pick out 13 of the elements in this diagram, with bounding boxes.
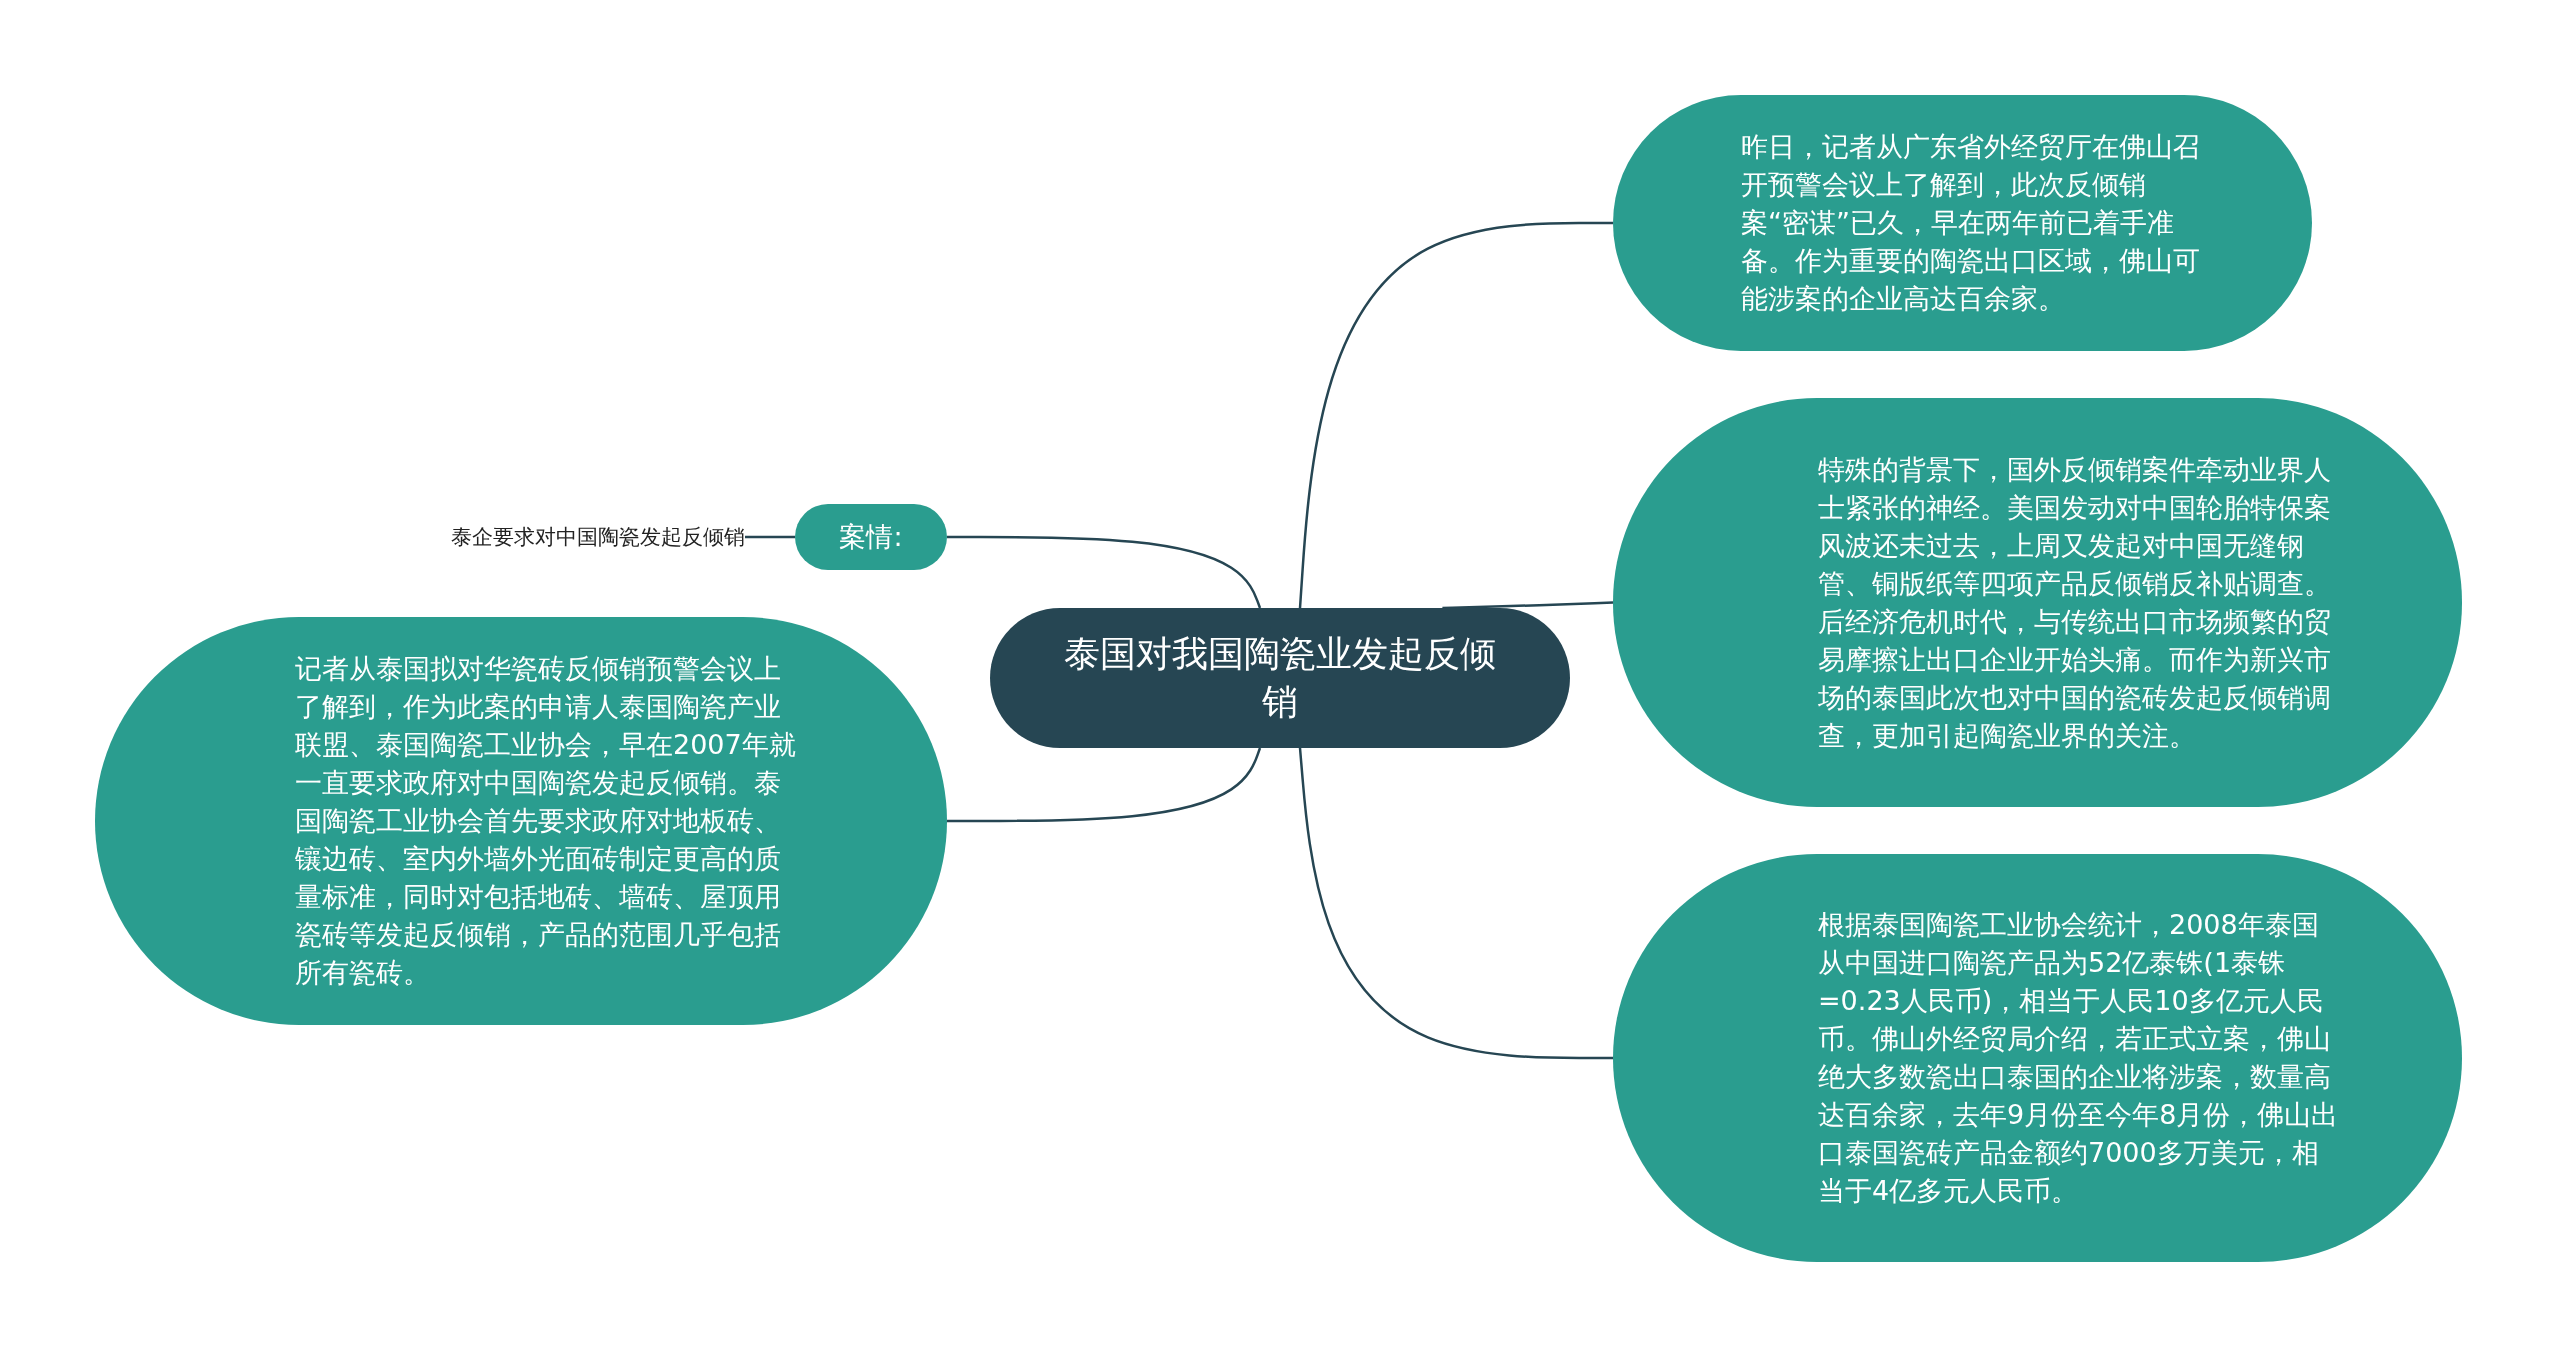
topic-text: 案情:	[839, 520, 903, 554]
connector-line	[745, 535, 795, 539]
connector-line	[1298, 747, 1613, 1060]
topic-text: 记者从泰国拟对华瓷砖反倾销预警会议上了解到，作为此案的申请人泰国陶瓷产业联盟、泰国陶瓷工业协会，早在2007年就一直要求政府对中国陶瓷发起反倾销。泰国陶瓷工业协会首先要求政府对地板砖、镶边砖、室内外墙外光面砖制定更高的质量标准，同时对包括地砖、墙砖、屋顶用瓷砖等发起反倾销，产品的范围几乎包括所有瓷砖。	[295, 652, 797, 990]
topic-text: 根据泰国陶瓷工业协会统计，2008年泰国从中国进口陶瓷产品为52亿泰铢(1泰铢=0.23人民币)，相当于人民10多亿元人民币。佛山外经贸局介绍，若正式立案，佛山绝大多数瓷出口泰国的企业将涉案，数量高达百余家，去年9月份至今年8月份，佛山出口泰国瓷砖产品金额约7000多万美元，相当于4亿多元人民币。	[1818, 908, 2340, 1208]
leaf-text: 泰企要求对中国陶瓷发起反倾销	[451, 524, 745, 551]
topic-text: 昨日，记者从广东省外经贸厅在佛山召开预警会议上了解到，此次反倾销案“密谋”已久，早在两年前已着手准备。作为重要的陶瓷出口区域，佛山可能涉案的企业高达百余家。	[1741, 130, 2201, 316]
topic-text: 特殊的背景下，国外反倾销案件牵动业界人士紧张的神经。美国发动对中国轮胎特保案风波还未过去，上周又发起对中国无缝钢管、铜版纸等四项产品反倾销反补贴调查。后经济危机时代，与传统出口市场频繁的贸易摩擦让出口企业开始头痛。而作为新兴市场的泰国此次也对中国的瓷砖发起反倾销调查，更加引起陶瓷业界的关注。	[1818, 452, 2332, 753]
central-topic-text: 泰国对我国陶瓷业发起反倾销	[1063, 632, 1497, 724]
connector-line	[947, 747, 1262, 823]
connector-line	[1298, 221, 1613, 609]
connector-line	[947, 535, 1262, 609]
connector-line	[1442, 601, 1614, 610]
